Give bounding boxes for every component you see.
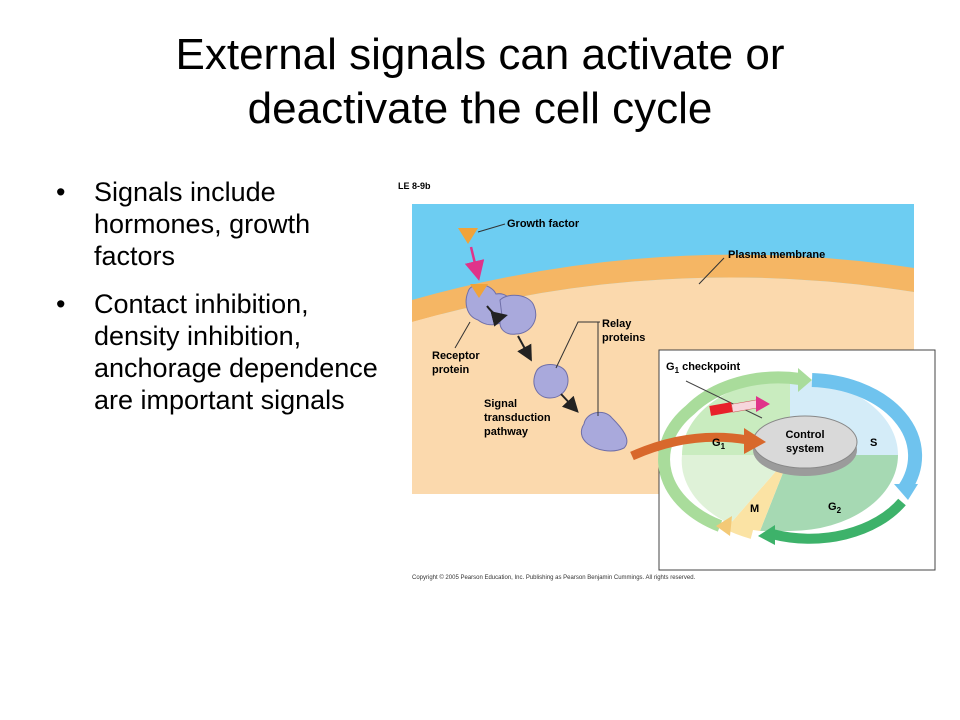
bound-growth-factor-icon — [470, 284, 488, 298]
label-relay-line1: Relay — [602, 318, 632, 330]
transduction-arrowhead-icon — [744, 428, 766, 454]
g1-arrowhead-icon — [798, 368, 812, 392]
relay-protein-1-icon — [499, 294, 537, 335]
bullet-list: • Signals include hormones, growth facto… — [56, 176, 396, 432]
s-arrowhead-icon — [894, 484, 918, 500]
s-cycle-arrow — [811, 373, 923, 492]
label-s: S — [870, 437, 877, 449]
label-growth-factor: Growth factor — [507, 218, 580, 230]
g1-phase-lower — [681, 455, 790, 524]
pathway-arrow — [560, 393, 579, 413]
bullet-item: • Contact inhibition, density inhibition… — [56, 288, 396, 416]
label-receptor-line1: Receptor — [432, 350, 480, 362]
bullet-icon: • — [56, 289, 66, 319]
g2-cycle-arrow — [770, 498, 906, 544]
label-g2: G2 — [828, 501, 842, 515]
label-receptor-line2: protein — [432, 364, 470, 376]
bullet-text: Signals include hormones, growth factors — [94, 177, 311, 271]
slide-title: External signals can activate or deactiv… — [0, 28, 960, 136]
label-signal-line2: transduction — [484, 412, 551, 424]
transduction-arrow — [630, 432, 749, 461]
bullet-icon: • — [56, 177, 66, 207]
title-line-1: External signals can activate or — [175, 30, 785, 79]
leader-line — [698, 257, 725, 285]
checkpoint-bar-icon — [709, 402, 733, 416]
g2-arrowhead-icon — [758, 525, 775, 545]
plasma-membrane — [412, 254, 914, 322]
label-signal-line1: Signal — [484, 398, 517, 410]
g1-cycle-arrow — [658, 371, 801, 532]
copyright-text: Copyright © 2005 Pearson Education, Inc.… — [412, 574, 696, 581]
label-m: M — [750, 503, 759, 515]
leader-line — [578, 321, 599, 416]
cytoplasm-edge — [412, 277, 914, 340]
relay-protein-3-icon — [580, 411, 628, 452]
leader-line — [685, 380, 763, 419]
label-signal-line3: pathway — [484, 426, 529, 438]
leader-line — [477, 223, 506, 233]
relay-protein-2-icon — [533, 364, 569, 399]
control-system-disk — [752, 415, 858, 469]
m-arrowhead-icon — [716, 516, 732, 536]
figure-id: LE 8-9b — [398, 181, 431, 191]
pathway-arrow — [486, 305, 508, 327]
pathway-arrow — [517, 335, 532, 362]
label-plasma-membrane: Plasma membrane — [728, 249, 825, 261]
label-relay-line2: proteins — [602, 332, 645, 344]
title-line-2: deactivate the cell cycle — [247, 84, 713, 133]
bullet-text: Contact inhibition, density inhibition, … — [94, 289, 378, 415]
label-checkpoint: G1 checkpoint — [666, 361, 740, 375]
growth-factor-icon — [458, 228, 478, 244]
binding-arrow — [464, 246, 485, 281]
leader-line — [454, 321, 471, 349]
checkpoint-arrowhead-icon — [756, 396, 770, 412]
m-phase-area — [730, 455, 790, 531]
label-control-line1: Control — [785, 429, 824, 441]
label-control-line2: system — [786, 443, 824, 455]
label-g1: G1 — [712, 437, 726, 451]
bullet-item: • Signals include hormones, growth facto… — [56, 176, 396, 272]
